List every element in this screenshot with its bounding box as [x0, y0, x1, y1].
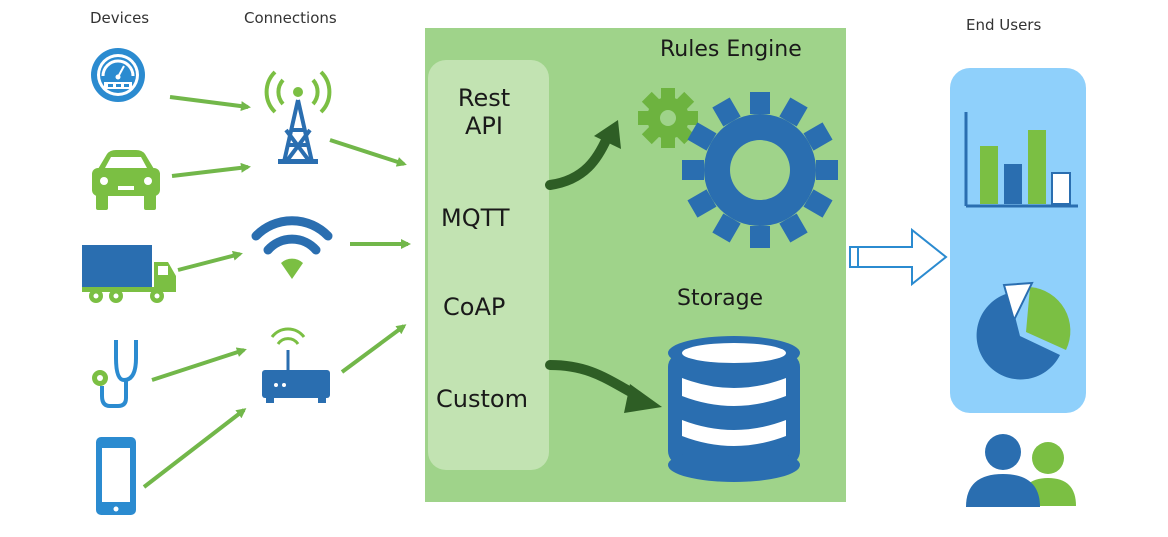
api-to-rules-arrow [545, 120, 621, 190]
smartphone-icon [96, 437, 136, 515]
router-icon [262, 327, 330, 403]
stethoscope-icon [92, 340, 138, 408]
cell-tower-icon [264, 70, 332, 164]
connection-arrows [142, 95, 411, 489]
devices-header: Devices [90, 9, 150, 27]
storage-label: Storage [677, 286, 764, 311]
protocol-custom: Custom [436, 385, 528, 413]
truck-to-wifi-arrow [177, 250, 243, 272]
wifi-icon [251, 216, 333, 279]
engine-to-users-arrow [849, 227, 948, 287]
router-to-engine-arrow [340, 324, 407, 374]
small-gear-icon [638, 88, 698, 148]
connections-header: Connections [244, 9, 337, 27]
database-icon [668, 336, 800, 482]
protocol-mqtt: MQTT [441, 204, 510, 232]
phone-to-router-arrow [142, 408, 247, 489]
protocol-to-storage-arrow [545, 360, 662, 413]
bar-chart-icon [964, 112, 1078, 208]
truck-icon [82, 245, 176, 303]
stethoscope-to-router-arrow [151, 347, 247, 382]
pie-chart-icon [976, 281, 1071, 380]
end-users-header: End Users [966, 16, 1042, 34]
protocol-rest-label: Rest [457, 84, 511, 112]
protocol-api-label: API [465, 112, 503, 140]
gauge-to-tower-arrow [169, 95, 251, 112]
car-to-tower-arrow [171, 162, 251, 178]
users-icon [966, 434, 1076, 507]
protocol-coap: CoAP [443, 293, 506, 321]
rules-engine-title: Rules Engine [660, 37, 802, 62]
gauge-icon [91, 48, 145, 102]
tower-to-engine-arrow [329, 138, 407, 167]
protocol-panel [428, 60, 549, 470]
car-icon [92, 150, 160, 210]
protocol-rest-api: Rest API [455, 84, 513, 140]
large-gear-icon [653, 63, 867, 277]
